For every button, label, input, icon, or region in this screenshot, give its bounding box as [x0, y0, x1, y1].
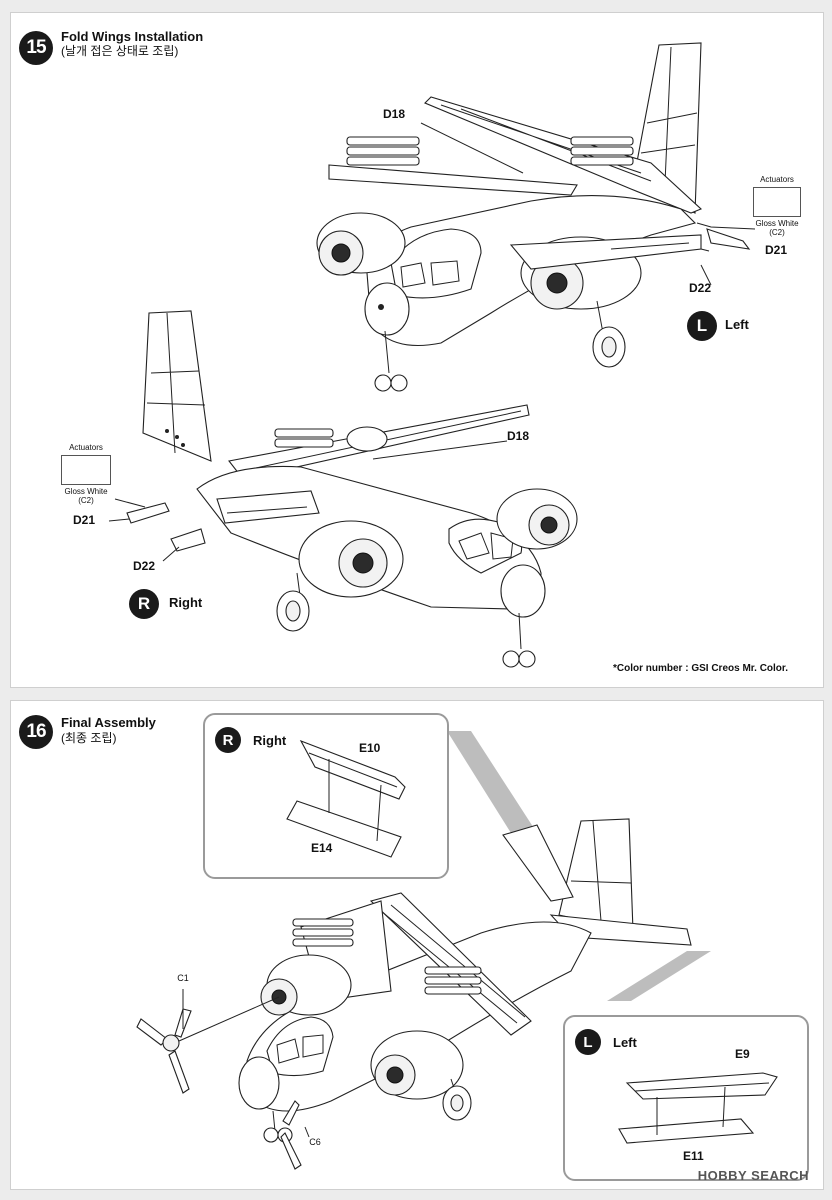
side-badge-right: R — [215, 727, 241, 753]
callout-left-wing: L Left E9 E11 — [563, 1015, 809, 1181]
part-label-c6: C6 — [309, 1137, 321, 1147]
actuators-label-right: Actuators — [69, 443, 103, 452]
part-label-d22: D22 — [689, 281, 712, 295]
side-badge-left: L — [575, 1029, 601, 1055]
paint-code-label: (C2) — [769, 228, 785, 237]
side-badge-left: L — [687, 311, 717, 341]
part-label-d18: D18 — [383, 107, 406, 121]
side-label-left: Left — [613, 1035, 637, 1050]
hobby-search-watermark: HOBBY SEARCH — [697, 1168, 809, 1183]
aircraft-final-illustration — [136, 818, 692, 1170]
wing-tip-right-illustration — [286, 739, 406, 858]
paint-swatch-box-right — [61, 455, 111, 485]
paint-swatch-box — [753, 187, 801, 217]
callout-pointers — [447, 731, 711, 1001]
callout-right-wing: R Right E10 E14 — [203, 713, 449, 879]
part-label-e14: E14 — [311, 841, 333, 855]
step-15-panel: 15 Fold Wings Installation (날개 접은 상태로 조립… — [10, 12, 824, 688]
part-label-d22-right: D22 — [133, 559, 156, 573]
step-number-badge: 15 — [19, 31, 53, 65]
step-number-badge: 16 — [19, 715, 53, 749]
step-title: Final Assembly — [61, 715, 156, 730]
side-label-right: Right — [169, 595, 203, 610]
part-label-d21-right: D21 — [73, 513, 96, 527]
color-number-note: *Color number : GSI Creos Mr. Color. — [613, 663, 789, 674]
side-badge-right: R — [129, 589, 159, 619]
part-label-d18-right: D18 — [507, 429, 530, 443]
side-label-right: Right — [253, 733, 287, 748]
side-label-left: Left — [725, 317, 749, 332]
wing-tip-left-illustration — [618, 1072, 778, 1144]
part-label-e10: E10 — [359, 741, 381, 755]
part-label-e9: E9 — [735, 1047, 750, 1061]
step-16-panel: 16 Final Assembly (최종 조립) R Right E10 E1… — [10, 700, 824, 1190]
aircraft-right-illustration — [108, 310, 578, 668]
actuators-label: Actuators — [760, 175, 794, 184]
step-title: Fold Wings Installation — [61, 29, 204, 44]
paint-name-label: Gloss White — [755, 219, 799, 228]
part-label-e11: E11 — [683, 1149, 704, 1163]
step-subtitle: (최종 조립) — [61, 731, 117, 745]
part-label-d21: D21 — [765, 243, 788, 257]
paint-code-label-right: (C2) — [78, 496, 94, 505]
part-label-c1: C1 — [177, 973, 189, 983]
step-subtitle: (날개 접은 상태로 조립) — [61, 44, 179, 58]
paint-name-label-right: Gloss White — [64, 487, 108, 496]
aircraft-left-illustration — [316, 42, 756, 392]
